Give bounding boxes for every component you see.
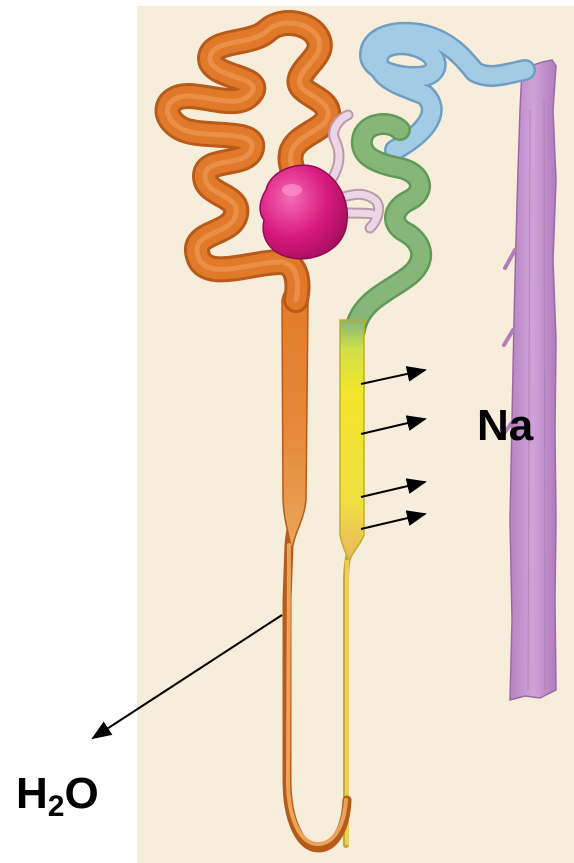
sodium-arrow-4 xyxy=(361,514,425,529)
water-label-o: O xyxy=(64,769,98,818)
collecting-duct xyxy=(504,60,556,700)
water-label: H2O xyxy=(16,772,99,822)
sodium-arrow-3 xyxy=(361,482,425,497)
sodium-label: Na xyxy=(477,404,533,448)
glomerulus xyxy=(260,165,347,259)
descending-limb-and-loop xyxy=(282,260,347,848)
water-label-h: H xyxy=(16,769,48,818)
sodium-arrows xyxy=(361,370,425,529)
water-label-subscript: 2 xyxy=(48,790,65,823)
sodium-arrow-1 xyxy=(361,370,425,384)
sodium-arrow-2 xyxy=(361,419,425,434)
ascending-limb xyxy=(340,320,364,845)
water-arrow xyxy=(93,615,282,738)
